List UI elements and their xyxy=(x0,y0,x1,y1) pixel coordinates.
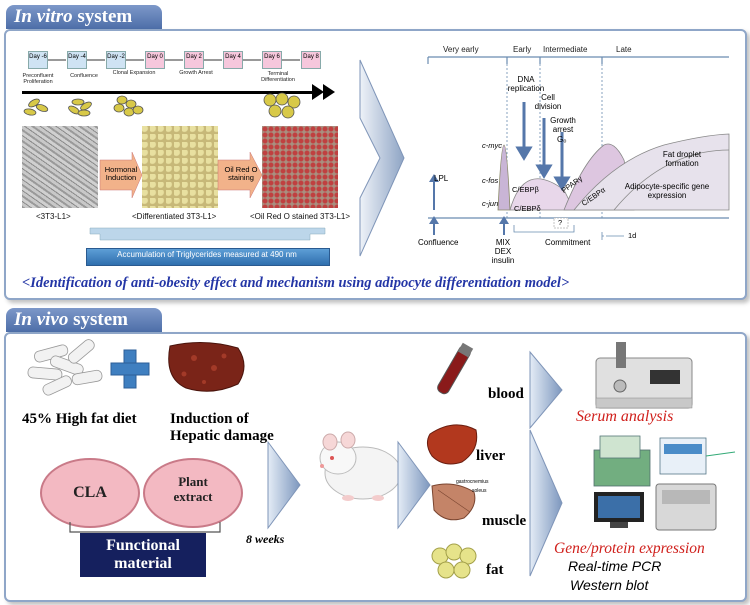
one-day-label: 1d xyxy=(628,231,637,240)
day-box: Day -6 xyxy=(28,51,48,69)
stage-label: Preconfluent Proliferation xyxy=(22,73,54,85)
in-vivo-title-italic: In vivo xyxy=(14,309,69,330)
question-mark: ? xyxy=(558,218,563,227)
cla-oval: CLA xyxy=(40,458,140,528)
gene-label: c-fos xyxy=(482,176,499,185)
day-connectors xyxy=(48,59,300,61)
sample-label-fat: fat xyxy=(486,562,504,578)
growth-arrest-label: Growth arrest xyxy=(550,116,576,134)
western-blot-label: Western blot xyxy=(570,577,649,593)
adipocyte-specific-label: Adipocyte-specific gene expression xyxy=(624,182,710,200)
accumulation-bracket xyxy=(89,227,326,241)
gastrocnemius-label: gastrocnemius xyxy=(456,479,489,485)
soleus-label: soleus xyxy=(472,488,487,494)
eight-weeks-label: 8 weeks xyxy=(246,532,285,546)
functional-material-box xyxy=(80,533,206,577)
gene-expression-instruments xyxy=(593,435,736,531)
fat-droplet-label: Fat droplet formation xyxy=(662,150,702,168)
functional-bracket xyxy=(69,522,221,533)
caption-oil-red-o: <Oil Red O stained 3T3-L1> xyxy=(250,212,351,221)
day-box: Day 2 xyxy=(184,51,204,69)
caption-3t3-l1: <3T3-L1> xyxy=(36,212,71,221)
in-vitro-title-rest: system xyxy=(72,6,133,27)
cebp-beta-label: C/EBPβ xyxy=(512,185,539,194)
gene-protein-expression-label: Gene/protein expression xyxy=(554,540,705,557)
cell-division-label: Cell division xyxy=(534,93,562,111)
phase-label: Early xyxy=(513,45,532,54)
caption-differentiated: <Differentiated 3T3-L1> xyxy=(132,212,217,221)
accumulation-label: Accumulation of Triglycerides measured a… xyxy=(117,250,297,259)
day-box: Day -4 xyxy=(67,51,87,69)
analysis-arrow-1 xyxy=(529,350,563,430)
3t3-l1-micrograph xyxy=(22,126,98,208)
oil-red-o-staining-label: Oil Red O staining xyxy=(224,165,258,182)
phase-label: Intermediate xyxy=(543,45,588,54)
commitment-label: Commitment xyxy=(545,238,591,247)
in-vivo-header: In vivo system xyxy=(6,308,162,332)
gene-label: c-jun xyxy=(482,199,499,208)
mix-dex-insulin-label: MIX DEX insulin xyxy=(491,238,515,265)
stage-label: Growth Arrest xyxy=(179,70,213,76)
sample-label-liver: liver xyxy=(476,448,506,464)
sample-images xyxy=(426,342,478,579)
in-vivo-arrow-1 xyxy=(267,440,301,530)
plant-extract-label: Plant extract xyxy=(173,474,213,504)
serum-analyzer-image xyxy=(595,342,693,409)
day-box: Day 0 xyxy=(145,51,165,69)
in-vitro-summary: <Identification of anti-obesity effect a… xyxy=(22,275,570,291)
serum-analysis-label: Serum analysis xyxy=(576,408,674,425)
diet-and-liver-images xyxy=(27,339,245,396)
sample-label-blood: blood xyxy=(488,386,524,402)
lpl-label: LPL xyxy=(434,174,449,183)
hepatic-damage-label: Induction of Hepatic damage xyxy=(170,411,274,444)
high-fat-diet-label: 45% High fat diet xyxy=(22,411,137,427)
day-box: Day 8 xyxy=(301,51,321,69)
in-vitro-big-arrow xyxy=(359,59,405,257)
accumulation-box xyxy=(86,248,330,266)
realtime-pcr-label: Real-time PCR xyxy=(568,558,662,574)
cla-label: CLA xyxy=(73,484,107,501)
stage-label: Clonal Expansion xyxy=(112,70,156,76)
dna-replication-label: DNA replication xyxy=(507,75,545,93)
phase-label: Late xyxy=(616,45,632,54)
day-box: Day 4 xyxy=(223,51,243,69)
in-vivo-title-rest: system xyxy=(68,309,128,330)
stage-label: Terminal Differentiation xyxy=(261,71,295,83)
day-box: Day -2 xyxy=(106,51,126,69)
differentiation-timeline-diagram xyxy=(427,56,730,240)
cebp-delta-label: C/EBPδ xyxy=(514,204,541,213)
confluence-label: Confluence xyxy=(418,238,459,247)
gene-label: c-myc xyxy=(482,141,502,150)
rat-image xyxy=(319,431,402,501)
in-vivo-arrow-2 xyxy=(397,440,431,530)
in-vitro-title-italic: In vitro xyxy=(14,6,73,27)
functional-material-label: Functional material xyxy=(106,537,180,572)
oil-red-o-micrograph xyxy=(262,126,338,208)
analysis-arrow-2 xyxy=(529,429,563,577)
cell-cluster-icons xyxy=(23,92,301,119)
day-box: Day 6 xyxy=(262,51,282,69)
g0-label: G₀ xyxy=(557,135,567,144)
stage-label: Confluence xyxy=(70,73,98,79)
sample-label-muscle: muscle xyxy=(482,513,527,529)
micrograph-arrows xyxy=(99,151,263,199)
differentiated-micrograph xyxy=(142,126,218,208)
in-vitro-header: In vitro system xyxy=(6,5,162,29)
phase-label: Very early xyxy=(443,45,479,54)
hormonal-induction-label: Hormonal Induction xyxy=(104,165,138,182)
plant-extract-oval: Plant extract xyxy=(143,458,243,528)
